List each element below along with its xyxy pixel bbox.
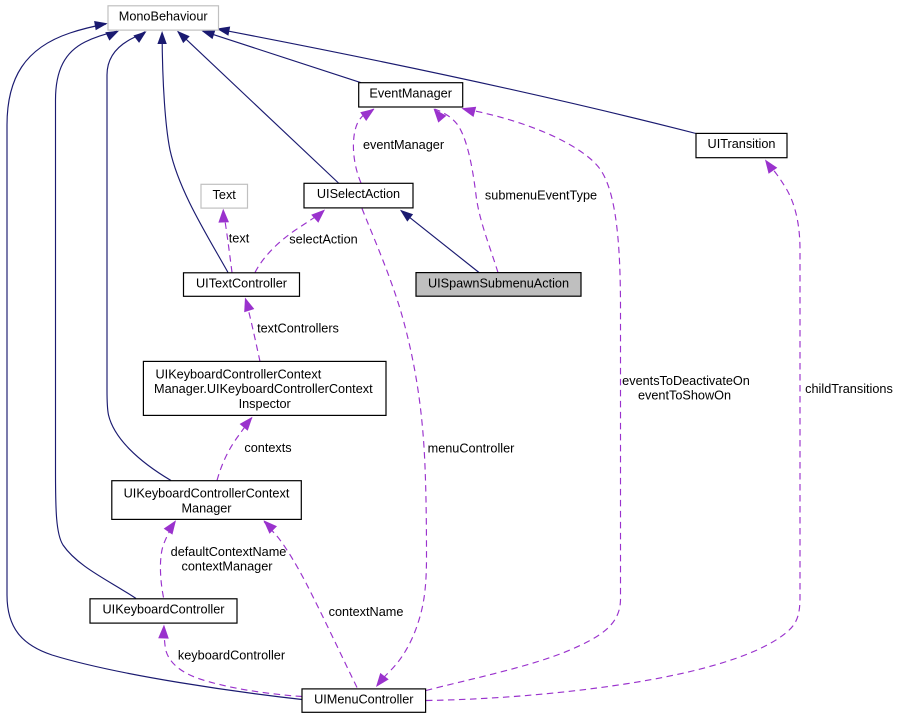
- svg-text:Text: Text: [213, 188, 237, 202]
- svg-text:Manager: Manager: [181, 501, 232, 515]
- svg-text:UIKeyboardController: UIKeyboardController: [103, 602, 226, 616]
- svg-text:defaultContextName: defaultContextName: [171, 545, 287, 559]
- svg-text:Inspector: Inspector: [239, 397, 292, 411]
- svg-text:UIMenuController: UIMenuController: [314, 693, 414, 707]
- svg-text:eventsToDeactivateOn: eventsToDeactivateOn: [622, 374, 750, 388]
- svg-text:contextManager: contextManager: [182, 560, 274, 574]
- svg-text:childTransitions: childTransitions: [805, 382, 893, 396]
- svg-text:UISelectAction: UISelectAction: [317, 187, 400, 201]
- svg-text:eventManager: eventManager: [363, 138, 445, 152]
- svg-text:submenuEventType: submenuEventType: [485, 188, 597, 202]
- svg-text:text: text: [229, 231, 250, 245]
- svg-text:UIKeyboardControllerContext: UIKeyboardControllerContext: [124, 487, 290, 501]
- svg-text:menuController: menuController: [428, 441, 516, 455]
- svg-text:Manager.UIKeyboardControllerCo: Manager.UIKeyboardControllerContext: [154, 382, 373, 396]
- svg-text:UITextController: UITextController: [196, 276, 288, 290]
- svg-text:contextName: contextName: [329, 605, 404, 619]
- svg-text:textControllers: textControllers: [257, 321, 339, 335]
- svg-text:selectAction: selectAction: [289, 232, 357, 246]
- svg-text:UISpawnSubmenuAction: UISpawnSubmenuAction: [428, 276, 569, 290]
- svg-text:keyboardController: keyboardController: [178, 648, 286, 662]
- svg-text:MonoBehaviour: MonoBehaviour: [119, 10, 209, 24]
- svg-text:contexts: contexts: [244, 441, 291, 455]
- svg-text:UITransition: UITransition: [708, 137, 776, 151]
- svg-text:EventManager: EventManager: [369, 86, 452, 100]
- svg-text:eventToShowOn: eventToShowOn: [638, 389, 731, 403]
- svg-text:UIKeyboardControllerContext: UIKeyboardControllerContext: [156, 367, 322, 381]
